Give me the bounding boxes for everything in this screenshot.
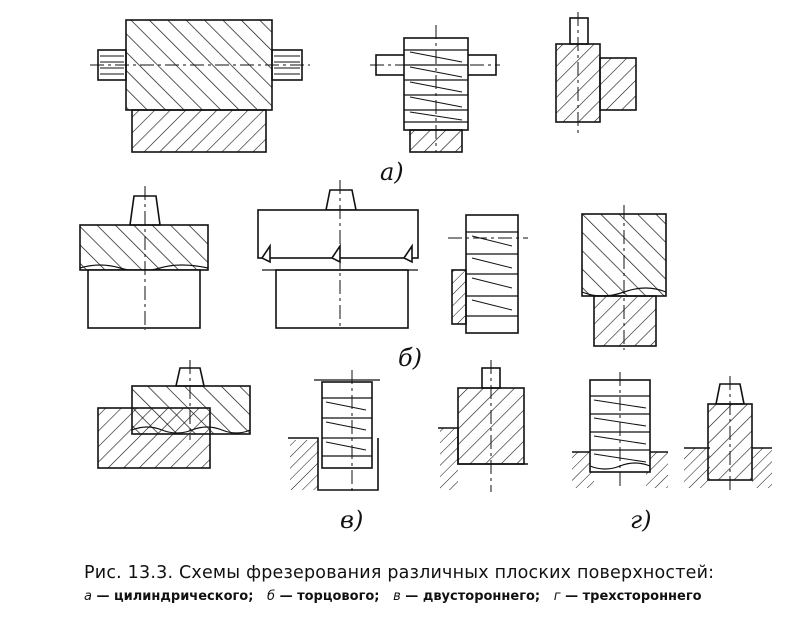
scheme-a1-cylindrical [90,19,310,153]
caption-title: Рис. 13.3. Схемы фрезерования различных … [84,563,715,583]
panel-label-b: б) [398,344,422,372]
panel-label-a: а) [380,158,404,186]
panel-label-v: в) [340,506,363,534]
caption-item-v: в — двустороннего; [393,589,541,604]
scheme-v2-stacked-slot [288,370,380,492]
figure-caption: Рис. 13.3. Схемы фрезерования различных … [84,563,774,604]
panel-label-g: г) [630,506,652,534]
scheme-b3-side-face-mill [448,214,528,334]
scheme-b4-vertical-face-mill [581,205,667,350]
scheme-v1-double-sided [97,360,251,469]
scheme-b2-insert-face-mill [257,180,419,330]
caption-items: а — цилиндрического; б — торцового; в — … [84,589,774,604]
caption-item-g: г — трехстороннего [553,589,702,604]
scheme-g2-three-sided-end-mill [684,376,772,490]
caption-item-a: а — цилиндрического; [84,589,254,604]
scheme-g1-three-sided-stacked [572,372,668,490]
scheme-v3-step-end-mill [438,360,528,492]
milling-schemes-figure: а) б) в) г) [79,12,772,534]
scheme-a3-end-mill [555,12,637,135]
scheme-b1-face-mill [79,186,209,330]
scheme-a2-gang-cutter [370,25,500,153]
caption-item-b: б — торцового; [267,589,380,604]
